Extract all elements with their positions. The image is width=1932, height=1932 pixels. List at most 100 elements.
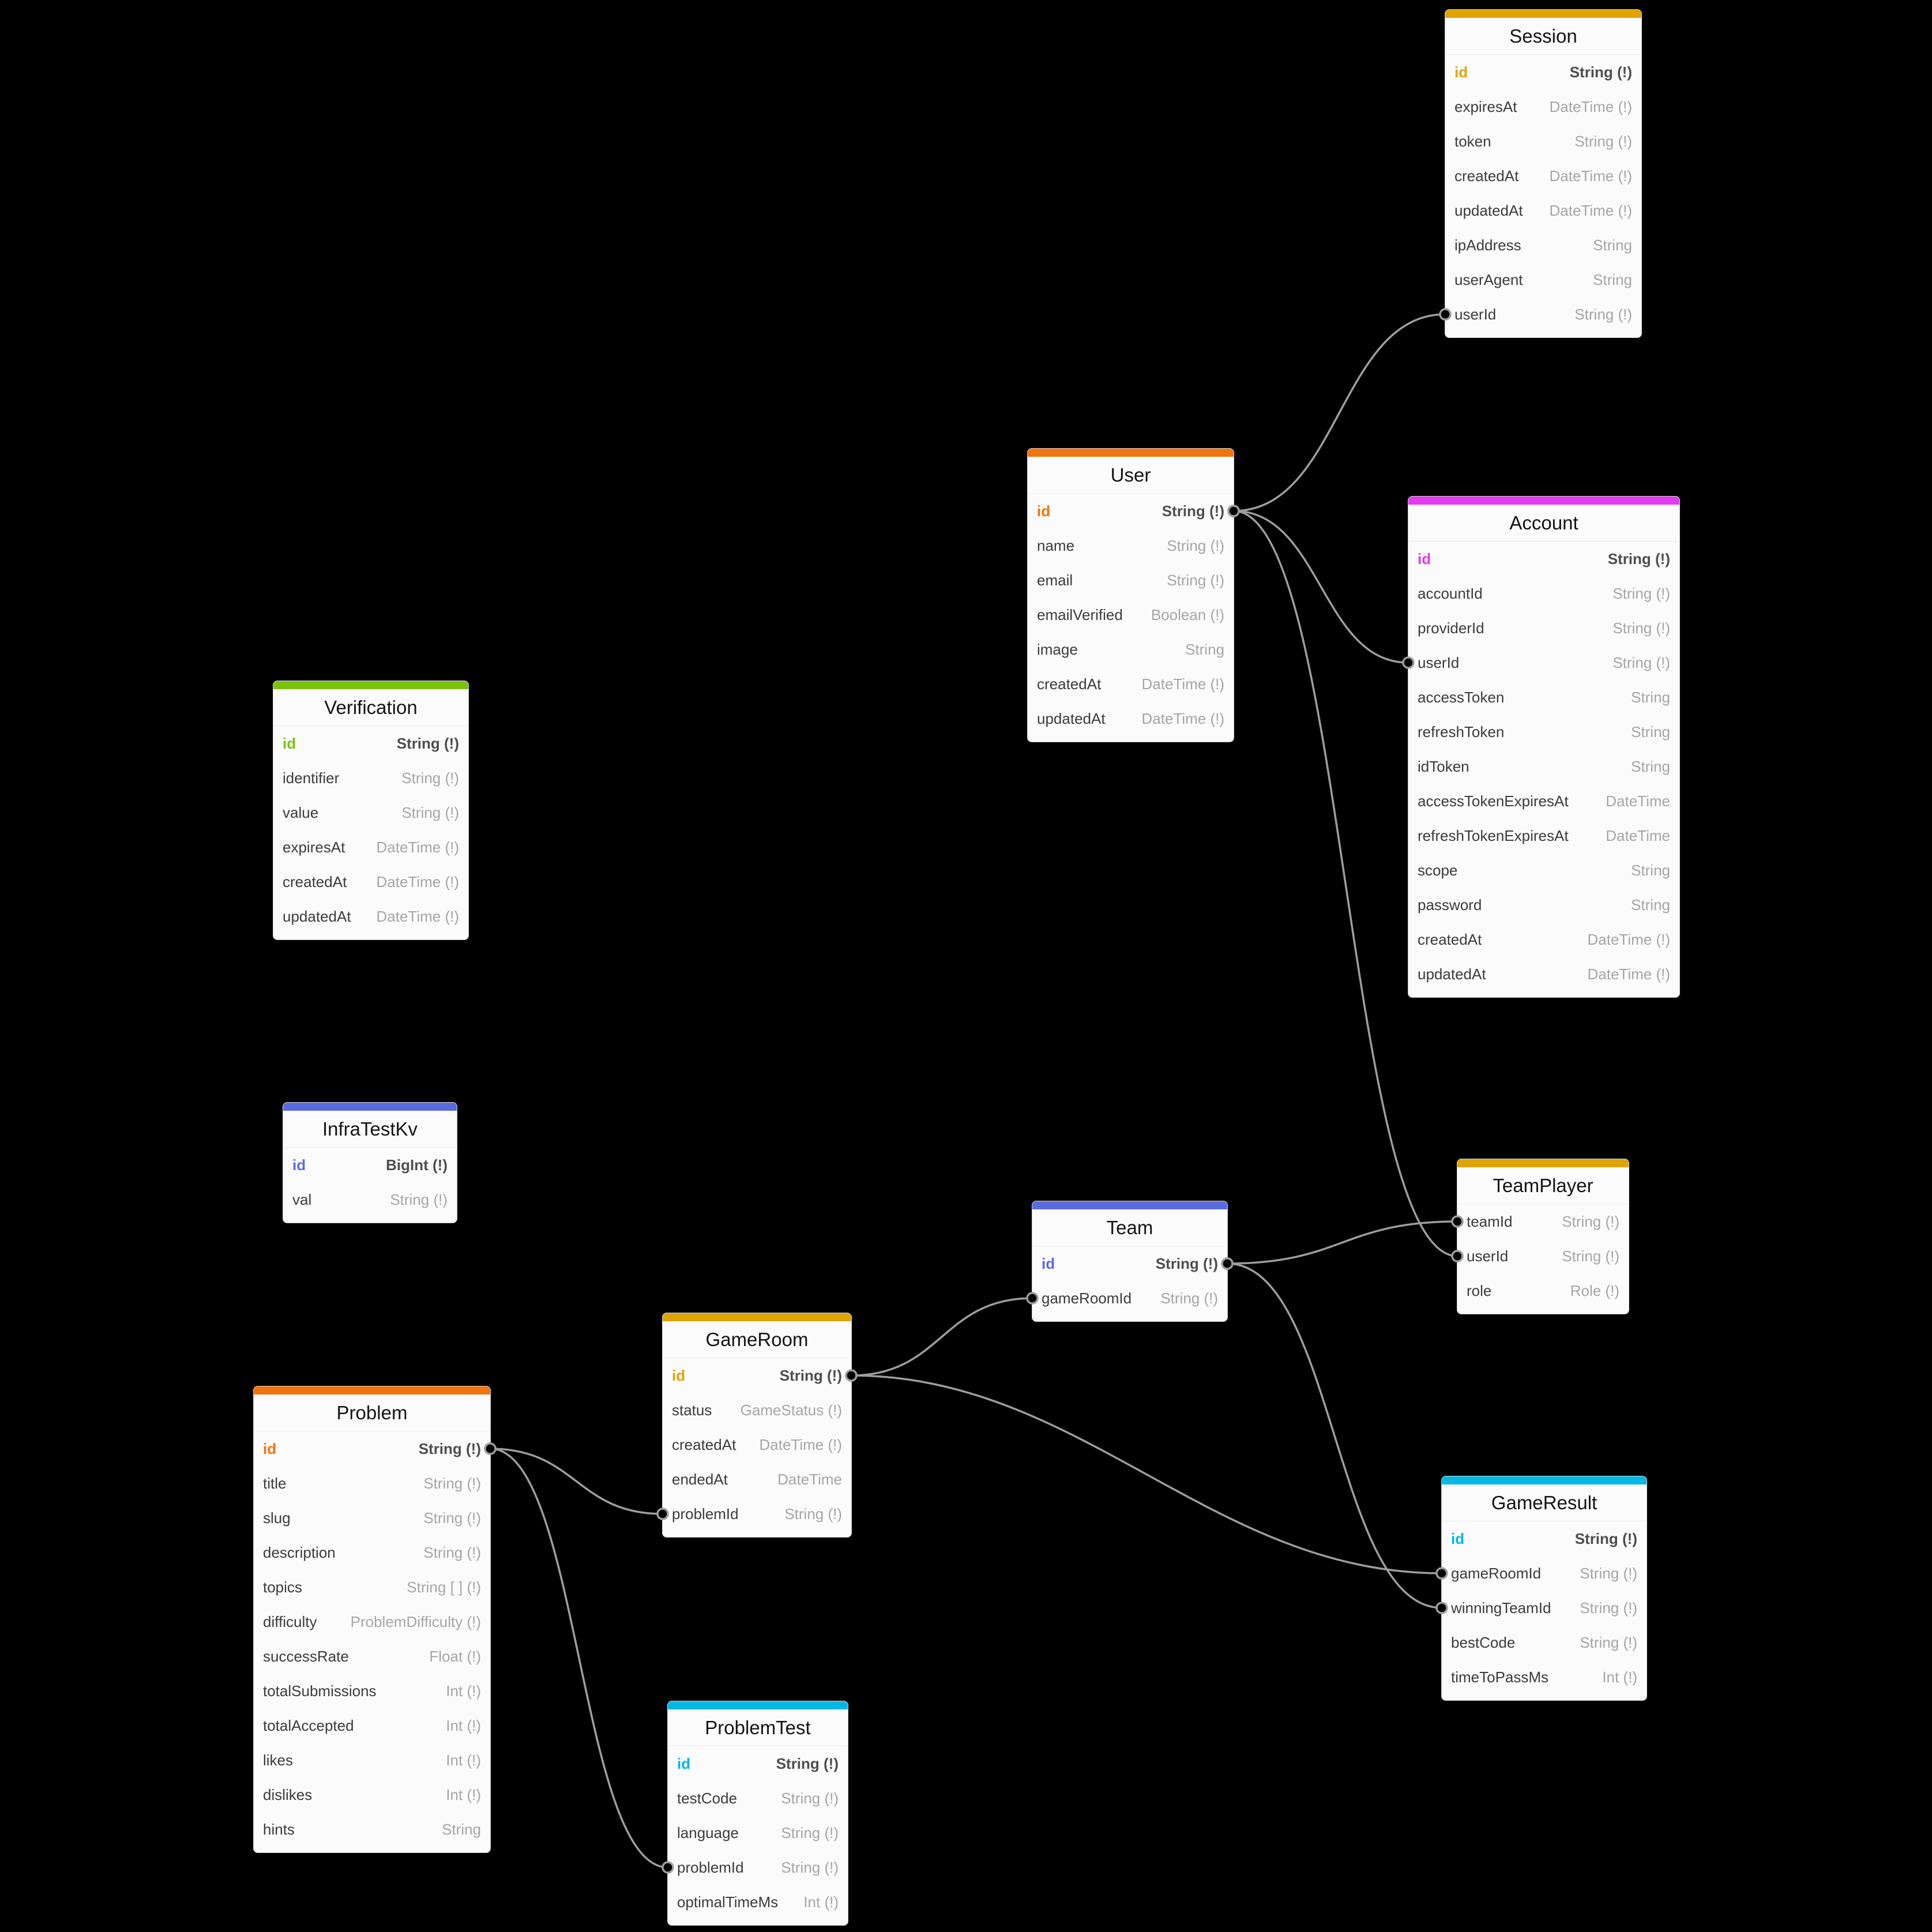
field-type: String (!) [1574, 1529, 1637, 1547]
field-type: Float (!) [429, 1647, 481, 1665]
field-name: email [1037, 571, 1073, 589]
field-name: teamId [1467, 1212, 1513, 1230]
field-name: refreshToken [1418, 723, 1505, 741]
field-row-totalAccepted: totalAccepted Int (!) [254, 1708, 490, 1743]
field-type: Int (!) [446, 1716, 481, 1734]
field-type: String (!) [1612, 653, 1670, 671]
edge-gameresult-winningteamid-to-team-id [1227, 1262, 1442, 1609]
field-type: DateTime [777, 1470, 842, 1488]
field-type: String (!) [1580, 1599, 1637, 1617]
entity-title: Verification [273, 689, 468, 726]
field-type: DateTime (!) [1549, 201, 1633, 219]
field-type: DateTime [1606, 826, 1670, 844]
field-type: DateTime (!) [759, 1435, 843, 1453]
field-name: createdAt [1418, 930, 1482, 948]
field-name: idToken [1418, 757, 1469, 775]
field-name: totalAccepted [263, 1716, 354, 1734]
field-name: topics [263, 1578, 302, 1596]
field-name: value [283, 803, 319, 821]
field-name: ipAddress [1454, 236, 1521, 254]
entity-color-bar [663, 1313, 851, 1321]
field-name: id [283, 734, 296, 752]
field-name: identifier [283, 769, 340, 787]
entity-title: Account [1408, 505, 1679, 542]
field-name: image [1037, 640, 1078, 658]
field-type: String [1631, 861, 1670, 879]
field-name: id [292, 1156, 306, 1174]
field-type: Boolean (!) [1151, 606, 1224, 623]
field-type: String (!) [1562, 1247, 1619, 1265]
field-name: totalSubmissions [263, 1682, 377, 1700]
field-name: problemId [677, 1858, 744, 1876]
edge-gameroom-problemid-to-problem-id [490, 1448, 663, 1515]
field-name: createdAt [1037, 675, 1102, 693]
field-name: id [1451, 1529, 1465, 1547]
field-type: String [ ] (!) [407, 1578, 481, 1596]
field-type: Int (!) [1602, 1668, 1637, 1686]
entity-title: User [1028, 457, 1234, 494]
field-name: id [1037, 502, 1051, 520]
entity-color-bar [273, 681, 468, 689]
field-name: providerId [1418, 619, 1484, 637]
field-name: scope [1418, 861, 1458, 879]
entity-title: Team [1032, 1209, 1227, 1246]
field-name: timeToPassMs [1451, 1668, 1549, 1686]
field-type: DateTime (!) [1141, 675, 1225, 693]
edge-problemtest-problemid-to-problem-id [490, 1448, 668, 1869]
entity-title: GameRoom [663, 1321, 851, 1358]
entity-color-bar [1028, 449, 1234, 457]
field-type: GameStatus (!) [740, 1401, 842, 1419]
field-type: Int (!) [446, 1751, 481, 1769]
field-row-teamId: teamId String (!) [1457, 1204, 1629, 1239]
field-name: testCode [677, 1789, 738, 1807]
field-row-timeToPassMs: timeToPassMs Int (!) [1442, 1660, 1647, 1694]
field-row-identifier: identifier String (!) [273, 761, 468, 795]
field-name: name [1037, 536, 1075, 554]
field-name: optimalTimeMs [677, 1893, 779, 1911]
field-type: String (!) [779, 1366, 842, 1384]
field-type: String (!) [1562, 1212, 1619, 1230]
entity-title: InfraTestKv [283, 1111, 457, 1148]
field-name: slug [263, 1509, 291, 1527]
entity-title: GameResult [1442, 1484, 1647, 1521]
field-name: expiresAt [1454, 97, 1517, 115]
field-type: String (!) [401, 769, 459, 787]
field-type: Role (!) [1570, 1281, 1619, 1299]
field-type: String [1631, 723, 1670, 741]
field-type: String (!) [401, 803, 459, 821]
field-type: String (!) [1574, 132, 1632, 150]
entity-color-bar [1457, 1159, 1629, 1167]
field-name: endedAt [672, 1470, 728, 1488]
field-type: String (!) [1569, 63, 1632, 81]
field-type: DateTime (!) [1549, 167, 1633, 185]
field-name: userId [1454, 305, 1497, 323]
